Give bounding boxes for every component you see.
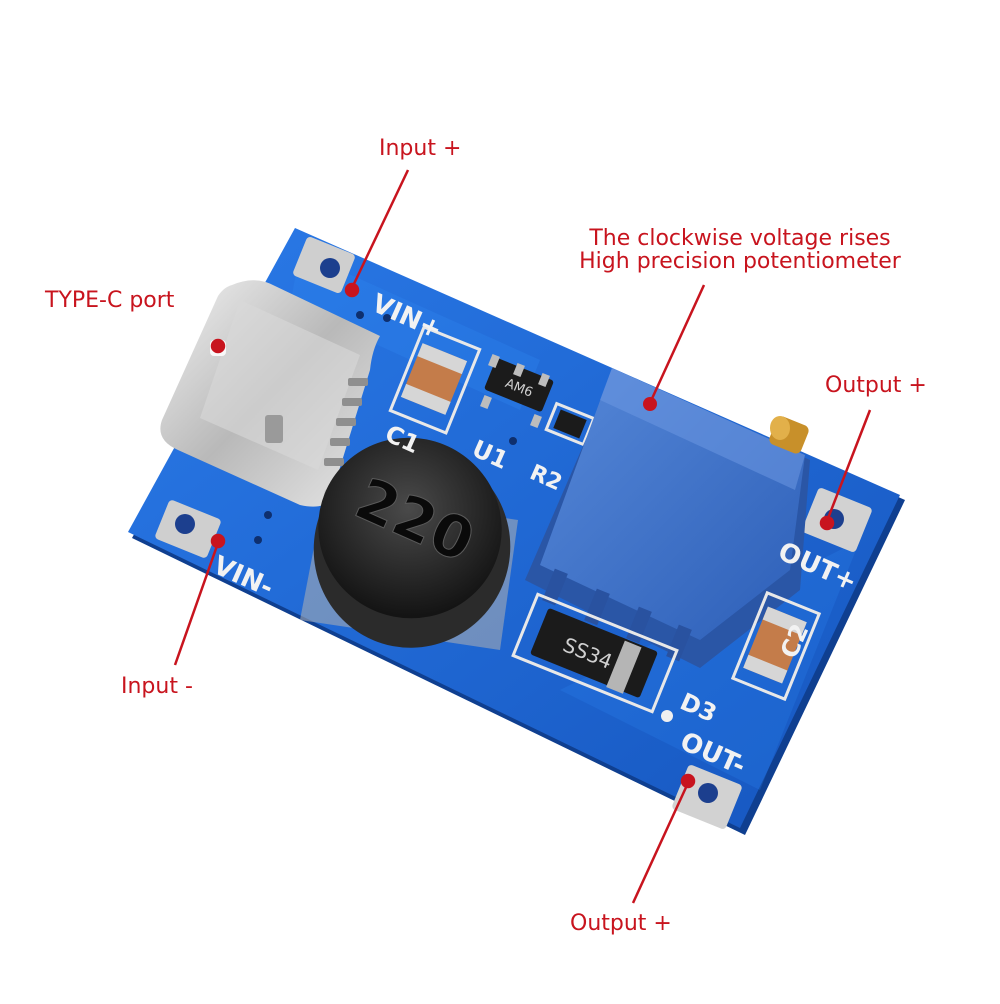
callout-potentiometer-line2: High precision potentiometer [579, 249, 901, 274]
pad-vin-plus [293, 236, 355, 294]
callout-type-c-port: TYPE-C port [45, 288, 175, 313]
callout-potentiometer-line1: The clockwise voltage rises [589, 226, 891, 251]
callout-input-plus: Input + [379, 136, 462, 161]
callout-leaders [173, 169, 872, 904]
inductor: 220 [300, 437, 518, 650]
type-c-connector [160, 280, 380, 507]
ic-u1: AM6 [480, 353, 554, 429]
diode-d3: SS34 [511, 592, 679, 714]
resistor-r2 [544, 401, 596, 447]
capacitor-c1 [388, 325, 482, 435]
callout-output-plus-bottom: Output + [570, 911, 672, 936]
vias [254, 311, 673, 722]
pad-vin-minus [155, 500, 221, 558]
callout-output-plus-right: Output + [825, 373, 927, 398]
callout-input-minus: Input - [121, 674, 193, 699]
capacitor-c2 [730, 590, 822, 702]
